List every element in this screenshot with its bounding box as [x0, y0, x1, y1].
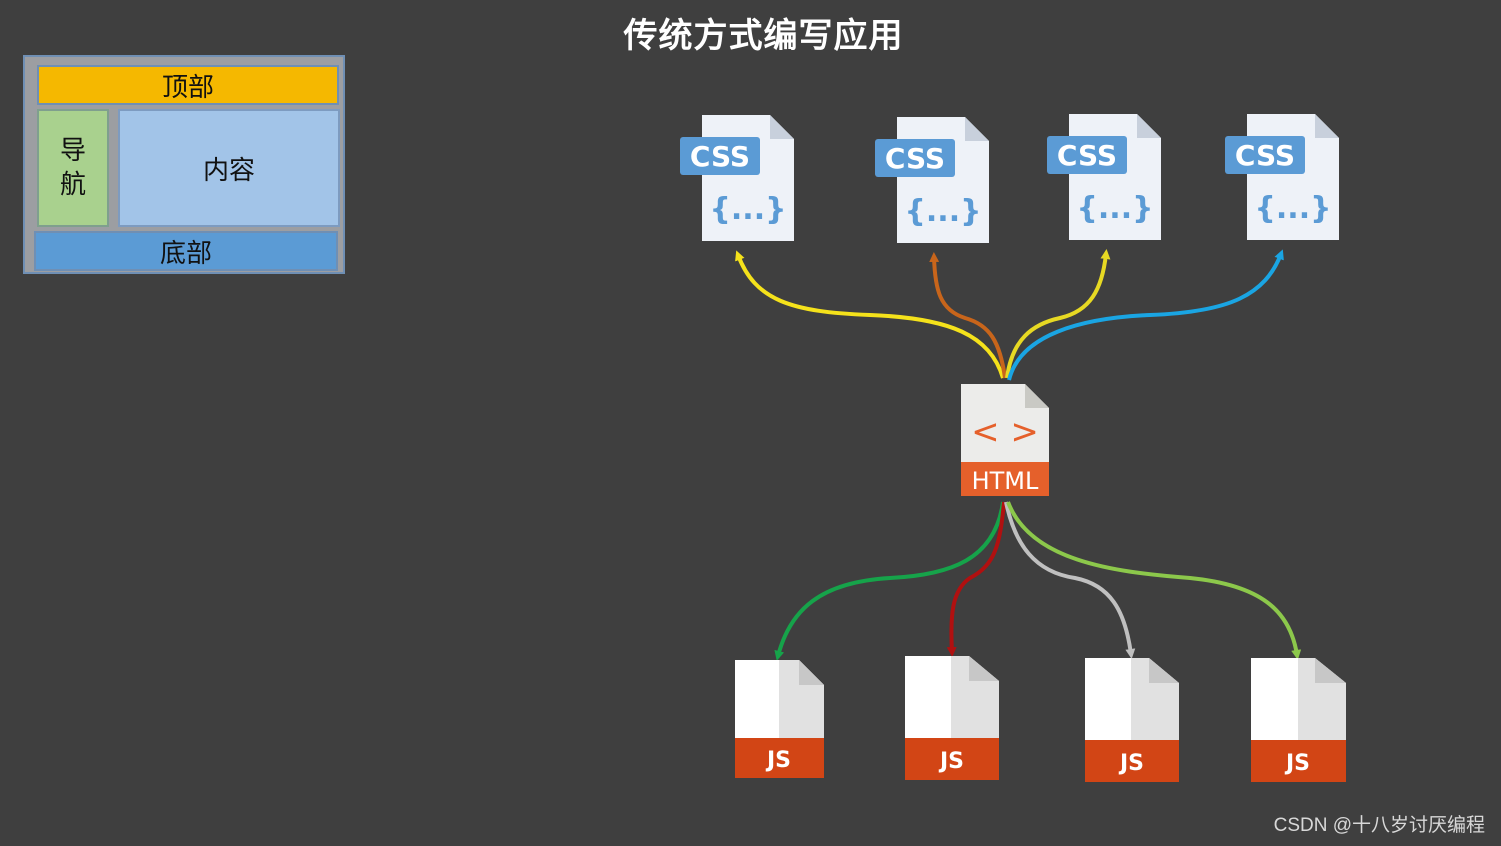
- html-code-glyph: < >: [971, 412, 1039, 452]
- layout-content-block: 内容: [118, 109, 340, 227]
- arrow-html-to-js-2: [946, 501, 1006, 657]
- page-layout-illustration: 顶部 导 航 内容 底部: [23, 55, 345, 274]
- css-file-icon: CSS {...}: [1225, 114, 1339, 240]
- js-file-icon: JS: [735, 660, 824, 778]
- css-file-icon: CSS {...}: [875, 117, 989, 243]
- css-file-label: CSS: [1057, 139, 1117, 172]
- arrow-html-to-js-4: [1006, 501, 1302, 660]
- layout-bottom-block: 底部: [34, 231, 338, 271]
- layout-nav-block: 导 航: [37, 109, 109, 227]
- css-braces-glyph: {...}: [905, 194, 982, 229]
- arrow-html-to-js-1: [774, 501, 1005, 661]
- layout-nav-label-1: 导: [59, 136, 86, 166]
- arrow-html-to-css-4: [1007, 249, 1284, 381]
- js-file-icon: JS: [905, 656, 999, 780]
- css-file-icon: CSS {...}: [1047, 114, 1161, 240]
- css-braces-glyph: {...}: [1255, 191, 1332, 226]
- page-title: 传统方式编写应用: [623, 16, 904, 56]
- js-file-label: JS: [1118, 751, 1144, 776]
- html-file-label: HTML: [972, 467, 1039, 495]
- arrow-html-to-js-3: [1004, 501, 1136, 659]
- js-file-label: JS: [938, 749, 964, 774]
- js-file-icon: JS: [1251, 658, 1346, 782]
- js-file-label: JS: [1284, 751, 1310, 776]
- css-braces-glyph: {...}: [710, 192, 787, 227]
- html-file-icon: < > HTML: [961, 384, 1049, 496]
- js-file-icon: JS: [1085, 658, 1179, 782]
- arrow-html-to-css-1: [735, 250, 1005, 379]
- css-file-label: CSS: [1235, 139, 1295, 172]
- css-file-icon: CSS {...}: [680, 115, 794, 241]
- js-file-label: JS: [765, 748, 791, 773]
- css-file-label: CSS: [885, 142, 945, 175]
- arrow-html-to-css-2: [929, 252, 1007, 379]
- arrow-html-to-css-3: [1005, 249, 1111, 379]
- watermark: CSDN @十八岁讨厌编程: [1273, 815, 1485, 836]
- css-file-label: CSS: [690, 140, 750, 173]
- layout-top-block: 顶部: [37, 65, 339, 105]
- css-braces-glyph: {...}: [1077, 191, 1154, 226]
- layout-nav-label-2: 航: [59, 170, 86, 200]
